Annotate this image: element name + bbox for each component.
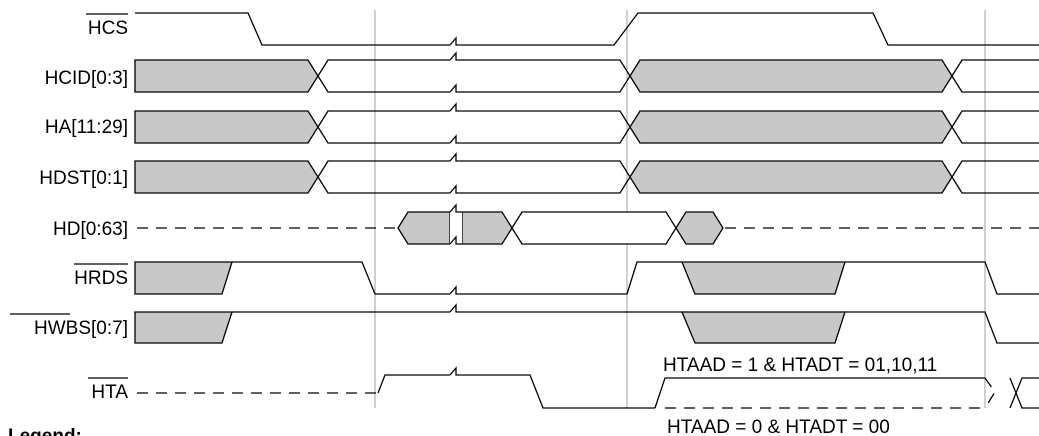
hcid-valid-segment-2 <box>629 59 953 93</box>
waveform-hwbs <box>134 311 1039 344</box>
hdst-valid-segment-2 <box>629 160 953 194</box>
hcid-open-right <box>951 59 1039 93</box>
ha-open-left <box>317 110 450 144</box>
time-break-mark-7 <box>449 184 462 194</box>
time-break-mark-9 <box>449 235 462 245</box>
time-break-mark-11 <box>449 303 462 313</box>
hwbs-trace-right <box>845 311 1039 344</box>
signal-label-hrds: HRDS <box>74 268 128 289</box>
signal-label-hcs: HCS <box>88 18 128 39</box>
time-break-mark-10 <box>449 285 462 295</box>
waveform-ha <box>134 110 1039 144</box>
signal-label-hwbs: HWBS[0:7] <box>34 318 128 339</box>
hcs-trace-left <box>135 12 450 46</box>
hrds-active-segment-1 <box>134 261 233 295</box>
hdst-valid-segment-1 <box>134 160 319 194</box>
signal-label-hta: HTA <box>91 382 128 403</box>
waveform-hcs <box>135 12 1039 46</box>
time-break-mark-1 <box>449 36 462 46</box>
signal-label-ha: HA[11:29] <box>45 117 128 138</box>
hrds-active-segment-2 <box>681 261 846 295</box>
reference-lines <box>374 10 986 408</box>
hd-data-beat-1b <box>461 211 513 245</box>
time-break-mark-12 <box>449 366 462 376</box>
hcid-open-mid <box>462 59 631 93</box>
time-break-mark-6 <box>449 152 462 162</box>
time-break-mark-4 <box>449 102 462 112</box>
hrds-trace-top-left <box>232 261 450 295</box>
hcs-trace-right <box>462 12 1039 46</box>
time-break-mark-5 <box>449 134 462 144</box>
hd-data-beat-1a <box>397 211 451 245</box>
waveform-hrds <box>134 261 1039 295</box>
time-break-mark-8 <box>449 203 462 213</box>
signal-label-hcid: HCID[0:3] <box>45 68 128 89</box>
hwbs-active-segment-1 <box>134 311 233 344</box>
hwbs-active-segment-2 <box>681 311 846 344</box>
hta-dashed-transition <box>984 377 996 409</box>
hta-note-lower: HTAAD = 0 & HTADT = 00 <box>667 417 890 436</box>
time-break-mark-2 <box>449 51 462 61</box>
hrds-trace-right <box>845 261 1039 295</box>
waveform-hd <box>137 211 1039 245</box>
signal-label-hdst: HDST[0:1] <box>39 168 128 189</box>
hcid-open-left <box>317 59 450 93</box>
hta-trace-right <box>1009 377 1039 409</box>
hcid-valid-segment-1 <box>134 59 319 93</box>
hd-data-beat-2 <box>511 211 677 245</box>
hta-trace-rise <box>654 377 985 409</box>
hdst-open-left <box>317 160 450 194</box>
signal-label-hd: HD[0:63] <box>53 219 128 240</box>
hta-trace-high <box>377 374 655 409</box>
legend-title: Legend: <box>8 426 82 436</box>
waveform-hdst <box>134 160 1039 194</box>
ha-open-mid <box>462 110 631 144</box>
ha-valid-segment-1 <box>134 110 319 144</box>
time-break-mark-3 <box>449 83 462 93</box>
signal-labels: HCS HCID[0:3] HA[11:29] HDST[0:1] HD[0:6… <box>10 13 128 403</box>
ha-open-right <box>951 110 1039 144</box>
waveform-hcid <box>134 59 1039 93</box>
hdst-open-right <box>951 160 1039 194</box>
hd-data-beat-3 <box>675 211 724 245</box>
time-break-symbol <box>449 10 462 410</box>
hrds-trace-mid <box>462 261 682 295</box>
ha-valid-segment-2 <box>629 110 953 144</box>
hdst-open-mid <box>462 160 631 194</box>
hta-note-upper: HTAAD = 1 & HTADT = 01,10,11 <box>663 355 937 376</box>
waveform-hta <box>137 374 1039 409</box>
